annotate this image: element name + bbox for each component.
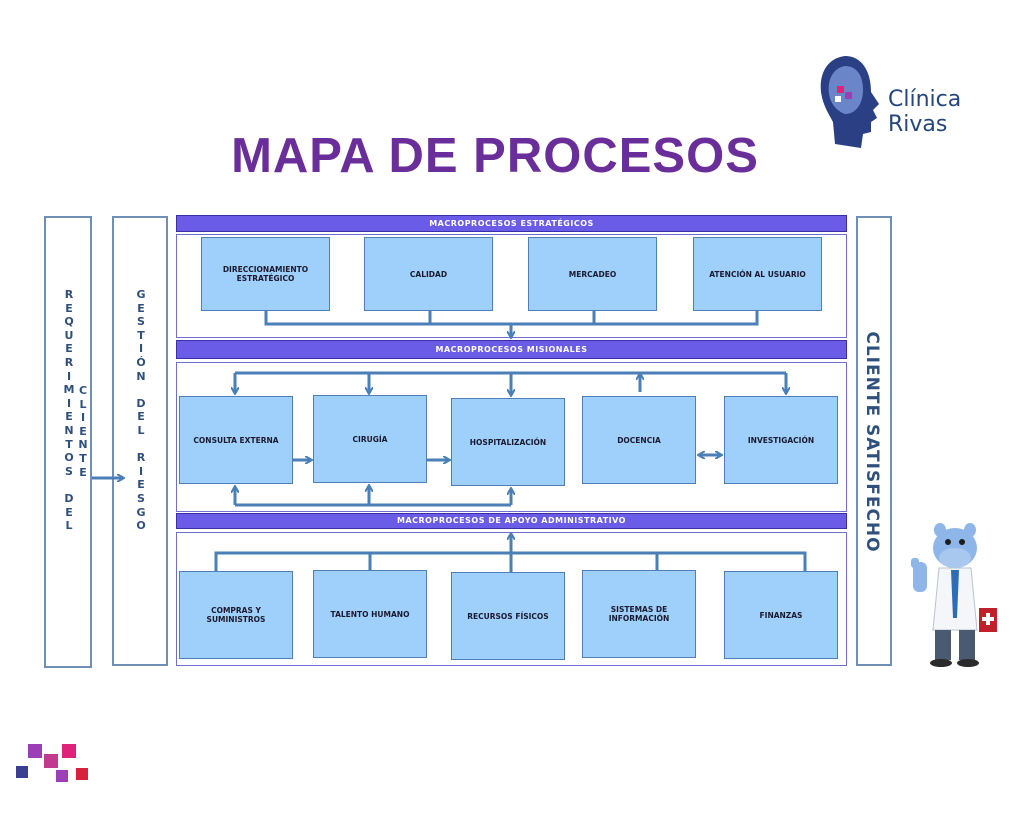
- requirements-letter: U: [64, 328, 74, 342]
- support-box: FINANZAS: [724, 571, 838, 659]
- logo-text: Clínica Rivas: [888, 87, 962, 137]
- support-box: SISTEMAS DE INFORMACIÓN: [582, 570, 696, 658]
- missional-box: CIRUGÍA: [313, 395, 427, 483]
- client-letter: E: [79, 424, 87, 438]
- missional-box: HOSPITALIZACIÓN: [451, 398, 565, 486]
- missional-box: INVESTIGACIÓN: [724, 396, 838, 484]
- head-logo-icon: [820, 56, 879, 148]
- risk-letter: T: [137, 328, 145, 342]
- doctor-mascot-icon: [911, 523, 997, 667]
- requirements-letter: Q: [64, 315, 74, 329]
- requirements-letter: E: [65, 342, 73, 356]
- requirements-letter: N: [64, 423, 74, 437]
- requirements-letter: O: [64, 451, 74, 465]
- requirements-letter: D: [64, 491, 74, 505]
- requirements-letter: T: [65, 437, 73, 451]
- requirements-letter: E: [65, 410, 73, 424]
- requirements-letter: R: [64, 355, 74, 369]
- requirements-letter: L: [65, 519, 73, 533]
- client-letter: T: [79, 451, 87, 465]
- support-box: TALENTO HUMANO: [313, 570, 427, 658]
- requirements-letter: E: [65, 505, 73, 519]
- risk-management-column: [112, 216, 168, 666]
- strategic-box: DIRECCIONAMIENTO ESTRATÉGICO: [201, 237, 330, 311]
- risk-letter: I: [138, 464, 144, 478]
- risk-letter: E: [137, 410, 145, 424]
- satisfied-client-label: CLIENTE SATISFECHO: [862, 331, 882, 553]
- strategic-header: MACROPROCESOS ESTRATÉGICOS: [176, 215, 847, 232]
- client-letter: L: [79, 397, 87, 411]
- satisfied-client-column: [856, 216, 892, 666]
- missional-header: MACROPROCESOS MISIONALES: [176, 340, 847, 359]
- requirements-letter: R: [64, 288, 74, 301]
- clinic-logo: [815, 52, 890, 152]
- requirements-letter: S: [65, 464, 73, 478]
- missional-box: CONSULTA EXTERNA: [179, 396, 293, 484]
- requirements-letter: M: [63, 383, 75, 397]
- support-header: MACROPROCESOS DE APOYO ADMINISTRATIVO: [176, 513, 847, 529]
- requirements-column: [44, 216, 92, 668]
- page-title: MAPA DE PROCESOS: [231, 129, 759, 183]
- client-letter: C: [78, 384, 88, 397]
- risk-letter: L: [137, 423, 145, 437]
- client-letter: E: [79, 465, 87, 479]
- risk-letter: R: [136, 451, 146, 465]
- requirements-letter: I: [66, 369, 72, 383]
- risk-letter: N: [136, 369, 146, 383]
- risk-letter: E: [137, 478, 145, 492]
- missional-box: DOCENCIA: [582, 396, 696, 484]
- risk-letter: O: [136, 519, 146, 533]
- risk-letter: S: [137, 491, 145, 505]
- strategic-box: ATENCIÓN AL USUARIO: [693, 237, 822, 311]
- risk-letter: E: [137, 301, 145, 315]
- client-letter: I: [80, 411, 86, 425]
- requirements-letter: E: [65, 301, 73, 315]
- risk-letter: D: [136, 396, 146, 410]
- risk-letter: S: [137, 315, 145, 329]
- strategic-box: MERCADEO: [528, 237, 657, 311]
- risk-letter: G: [136, 288, 146, 301]
- decorative-squares-icon: [16, 744, 88, 782]
- support-box: RECURSOS FÍSICOS: [451, 572, 565, 660]
- risk-letter: I: [138, 342, 144, 356]
- requirements-letter: I: [66, 396, 72, 410]
- client-letter: N: [78, 438, 88, 452]
- strategic-box: CALIDAD: [364, 237, 493, 311]
- risk-letter: G: [136, 505, 146, 519]
- support-box: COMPRAS Y SUMINISTROS: [179, 571, 293, 659]
- risk-letter: Ó: [136, 355, 146, 369]
